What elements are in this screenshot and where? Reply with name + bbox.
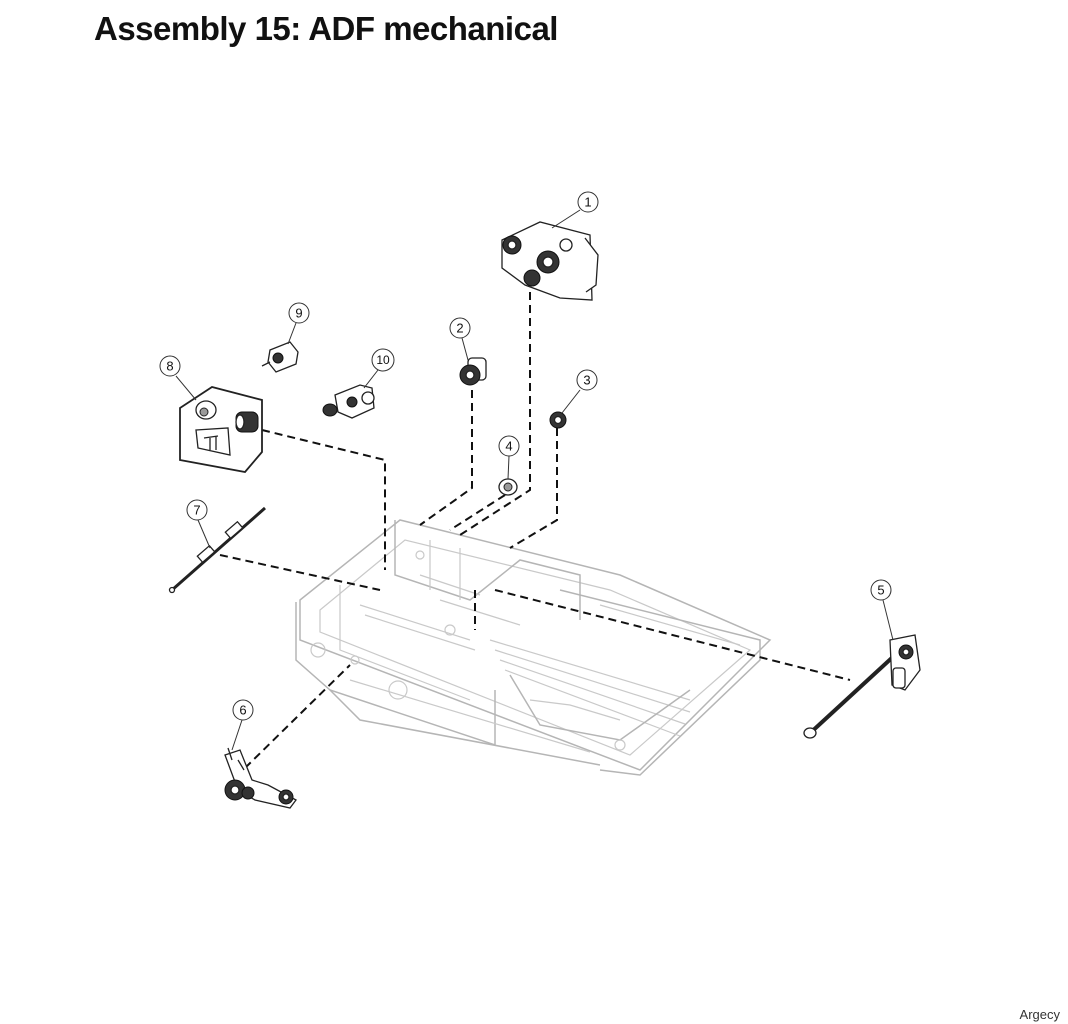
callout-2-circle: [449, 317, 471, 339]
callout-7: 7: [193, 503, 200, 518]
callout-4-circle: [498, 435, 520, 457]
callout-10-circle: [371, 348, 395, 372]
callout-8-circle: [159, 355, 181, 377]
callout-4: 4: [505, 439, 512, 454]
callout-9: 9: [295, 306, 302, 321]
part-5-drive-shaft: [803, 634, 921, 739]
part-4-bushing: [498, 478, 518, 496]
callout-6-circle: [232, 699, 254, 721]
part-3-gear: [549, 411, 567, 429]
callout-5-circle: [870, 579, 892, 601]
callout-5: 5: [877, 583, 884, 598]
part-2-gear: [459, 357, 487, 386]
callout-10: 10: [376, 353, 390, 367]
callout-1: 1: [584, 195, 591, 210]
callout-9-circle: [288, 302, 310, 324]
callout-2: 2: [456, 321, 463, 336]
leader-lines: [219, 292, 851, 769]
part-1-gear-drive: [501, 221, 599, 301]
callout-6: 6: [239, 703, 246, 718]
callout-7-circle: [186, 499, 208, 521]
callouts: 1 2 3 4 5 6 7 8 9 10: [159, 191, 894, 751]
part-10-roller-assembly: [322, 384, 375, 419]
footer-watermark: Argecy: [1019, 1007, 1060, 1022]
part-7-roller-shaft: [168, 506, 266, 594]
callout-8: 8: [166, 359, 173, 374]
callout-1-circle: [577, 191, 599, 213]
part-8-pick-kit: [179, 386, 263, 473]
part-6-lever-assembly: [224, 747, 297, 809]
callout-3: 3: [583, 373, 590, 388]
page-title: Assembly 15: ADF mechanical: [94, 10, 558, 47]
part-9-solenoid: [261, 341, 299, 373]
callout-3-circle: [576, 369, 598, 391]
adf-frame: [295, 519, 772, 776]
